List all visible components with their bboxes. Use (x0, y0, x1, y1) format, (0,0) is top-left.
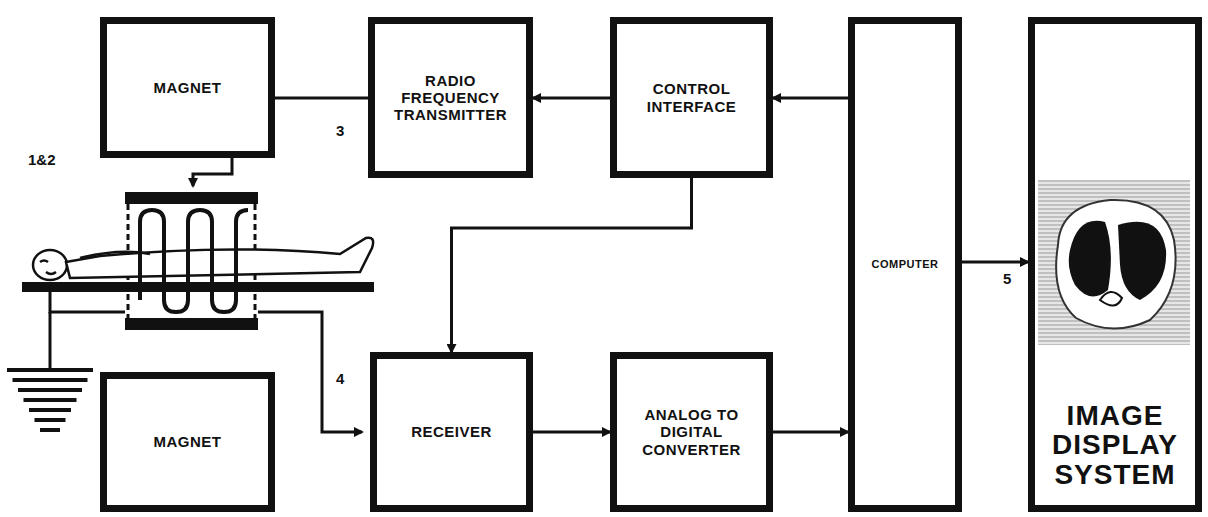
magnet-box: MAGNET (100, 17, 275, 158)
ground-symbol (7, 370, 93, 430)
node-text: CONTROL INTERFACE (617, 80, 766, 115)
node-text: RADIO FREQUENCY TRANSMITTER (375, 72, 526, 124)
connector-arrow (452, 178, 692, 352)
node-text: ANALOG TO DIGITAL CONVERTER (617, 406, 766, 458)
connector-arrow (533, 97, 610, 100)
node-text: IMAGE DISPLAY SYSTEM (1035, 401, 1195, 489)
computer-box: COMPUTER (848, 17, 962, 512)
node-text: RECEIVER (405, 423, 498, 440)
callout-number: 3 (336, 122, 344, 139)
node-text: MAGNET (148, 79, 228, 96)
scanner-top-bar (125, 192, 258, 204)
connector-arrow (773, 97, 848, 100)
magnet-box: MAGNET (100, 372, 275, 512)
edge-label: 5 (1003, 270, 1011, 287)
receiver-box: RECEIVER (370, 352, 533, 512)
callout-number: 1&2 (28, 151, 56, 168)
node-text: MAGNET (148, 433, 228, 450)
connector-arrow (533, 431, 610, 434)
connector-arrow (962, 261, 1028, 264)
patient (33, 238, 373, 280)
interface-box: CONTROL INTERFACE (610, 17, 773, 178)
connector-arrow (773, 431, 848, 434)
display-box: IMAGE DISPLAY SYSTEM (1028, 17, 1202, 512)
patient-table (22, 282, 374, 292)
callout-number: 4 (336, 370, 344, 387)
scanner-bottom-bar (125, 318, 258, 330)
node-text: COMPUTER (866, 258, 945, 271)
converter-box: ANALOG TO DIGITAL CONVERTER (610, 352, 773, 512)
scan-image (1038, 180, 1190, 345)
rf-coil (140, 210, 248, 312)
transmitter-box: RADIO FREQUENCY TRANSMITTER (368, 17, 533, 178)
